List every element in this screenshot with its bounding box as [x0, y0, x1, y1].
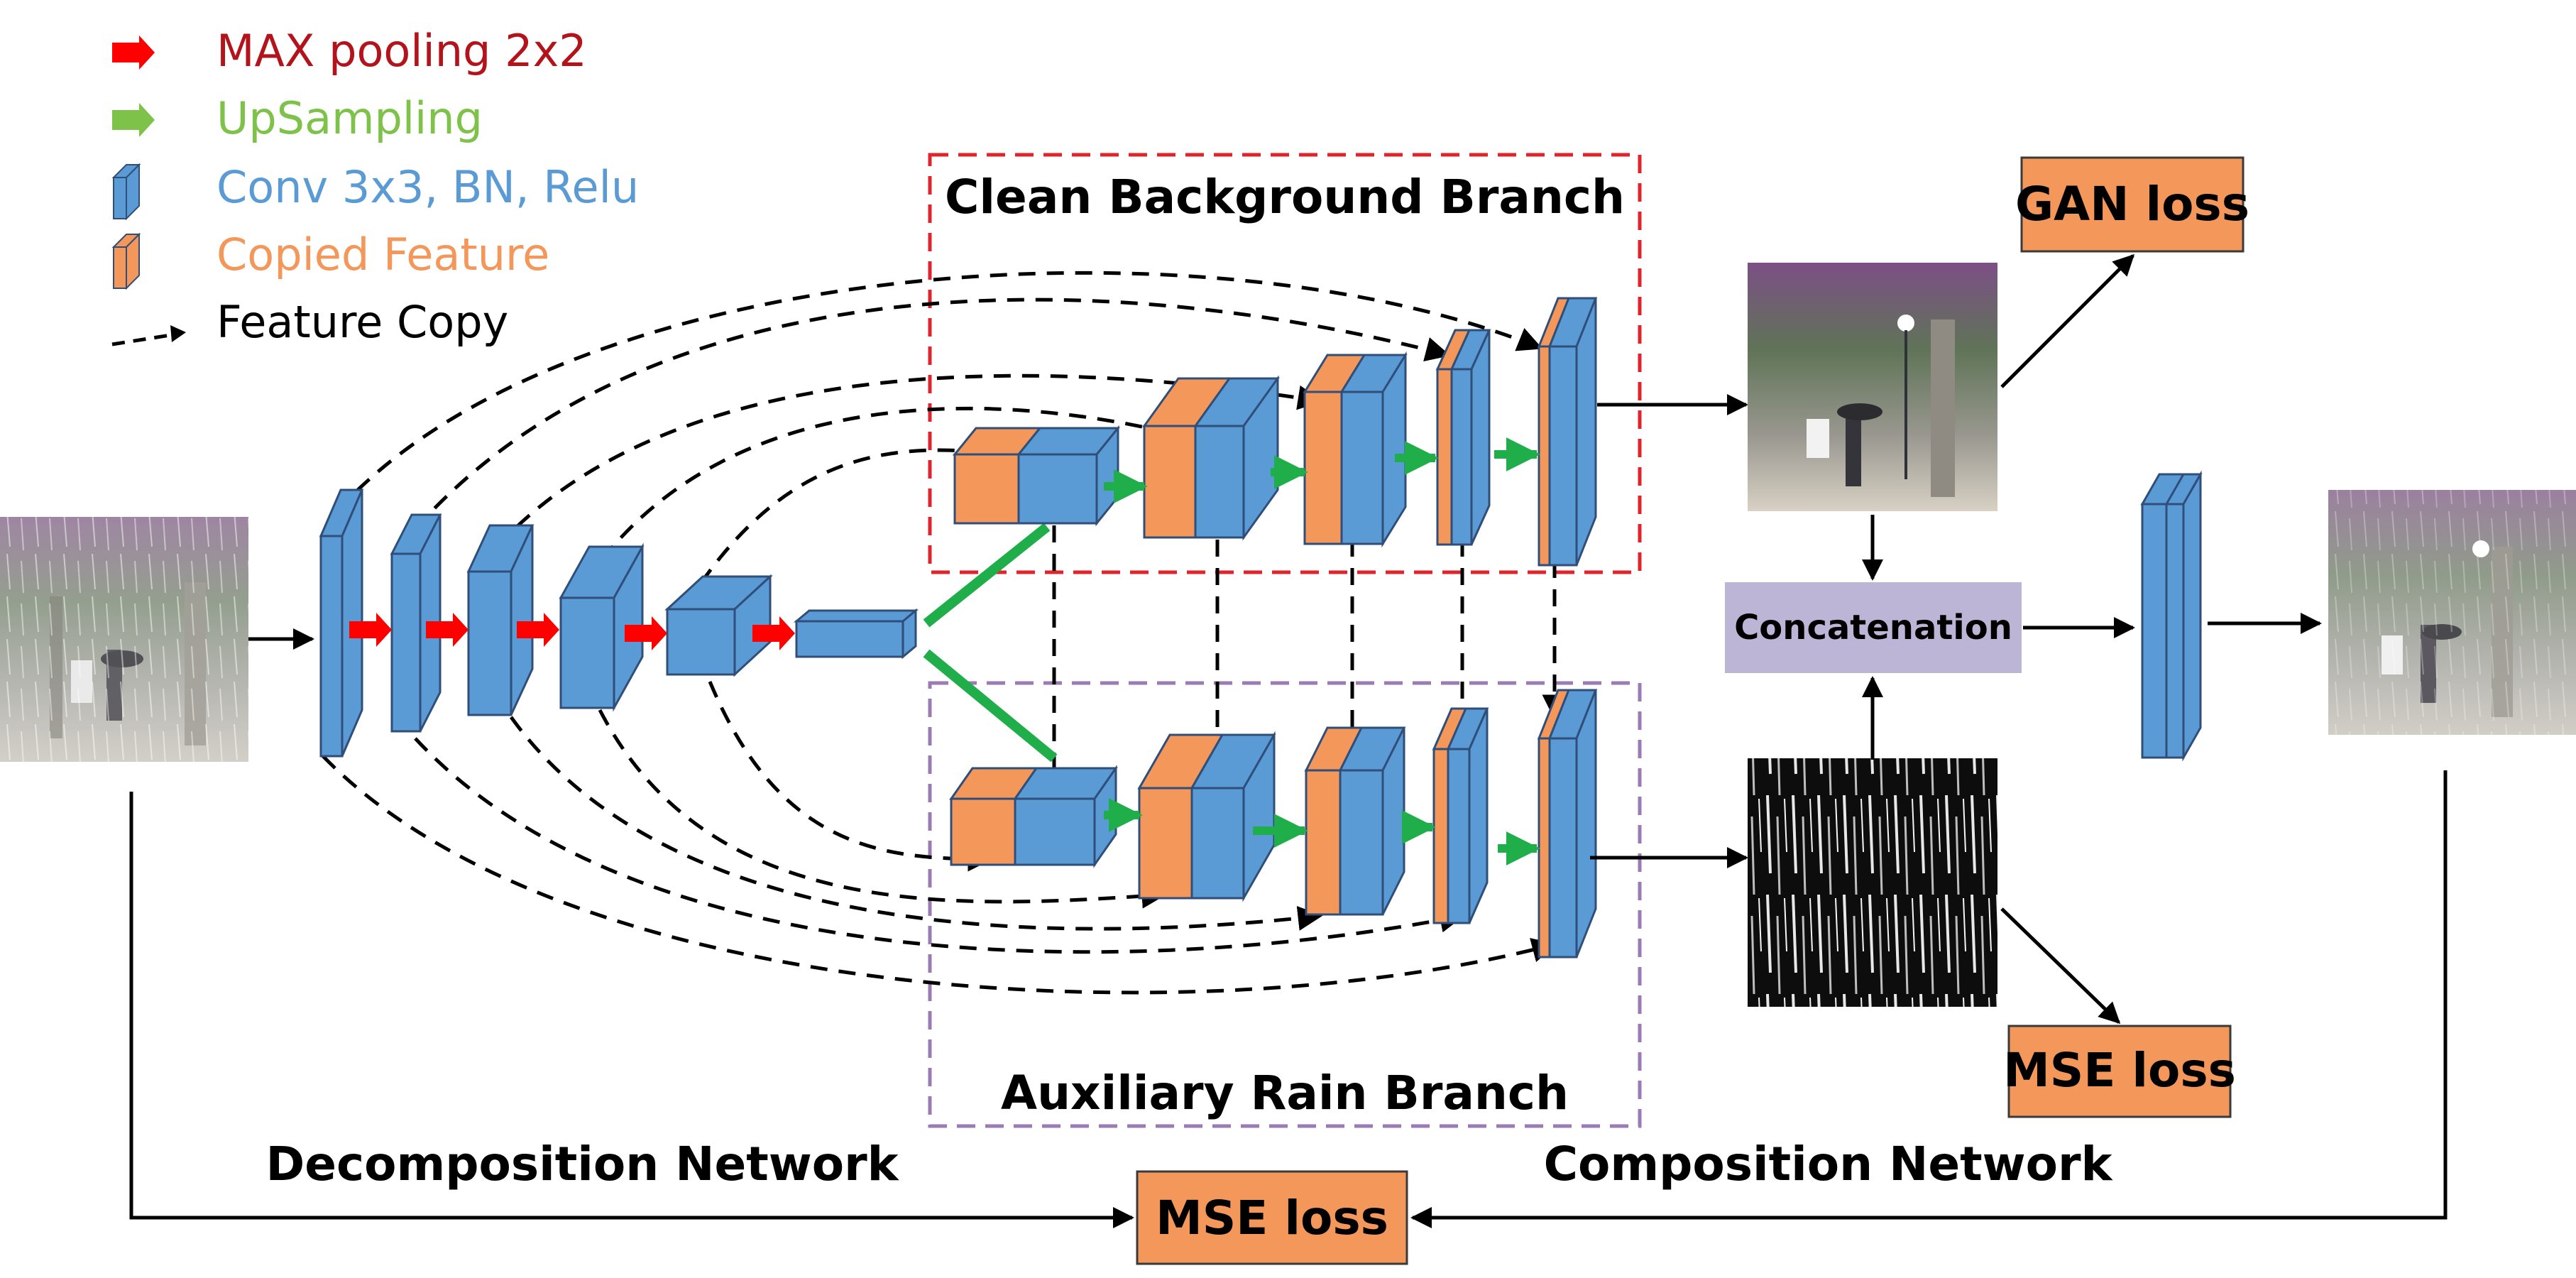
feature-copy-arc-bottom-4: [598, 709, 1167, 909]
feature-copy-arc-top-1: [336, 271, 1543, 513]
feature-copy-arc-top-3: [495, 373, 1323, 548]
clean-block-3: [1303, 351, 1408, 548]
auxiliary-rain-branch-box: [928, 681, 1642, 1128]
rain-block-5: [1537, 689, 1598, 958]
copied-feature-legend-icon: [111, 232, 141, 290]
upsample-to-rain-line: [923, 649, 1058, 763]
composition-conv-block: [2140, 470, 2203, 762]
rain-block-3: [1304, 726, 1406, 916]
clean-upsample-arrows: [1104, 437, 1540, 503]
input-rainy-image: [0, 517, 248, 762]
gan-loss-label: GAN loss: [2015, 177, 2249, 231]
output-to-mse-line: [1410, 770, 2448, 1228]
clean-block-2: [1142, 375, 1280, 541]
legend: MAX pooling 2x2 UpSampling Conv 3x3, BN,…: [111, 25, 639, 348]
bottom-mse-loss-box: [1136, 1170, 1408, 1265]
encoder-block-4: [559, 542, 645, 712]
rain-mse-loss-label: MSE loss: [2003, 1043, 2236, 1098]
decomposition-network-label: Decomposition Network: [265, 1137, 899, 1191]
clean-decoder-blocks: [952, 297, 1598, 567]
rain-streak-output-image: [1748, 758, 1997, 1007]
bottleneck-block: [793, 608, 919, 660]
upsample-to-clean-line: [923, 523, 1051, 628]
encoder-block-3: [466, 524, 535, 716]
clean-background-output-image: [1748, 263, 1997, 511]
legend-upsampling-label: UpSampling: [217, 92, 483, 144]
encoder-blocks: [319, 488, 919, 758]
upsampling-legend-icon: [112, 103, 155, 137]
clean-block-4: [1435, 329, 1491, 546]
pool-arrow-4: [625, 616, 667, 650]
reconstructed-output-image: [2328, 490, 2576, 735]
pool-arrow-1: [349, 613, 392, 647]
legend-feature-copy-label: Feature Copy: [217, 296, 508, 348]
rain-mse-loss-arrow: [2000, 907, 2121, 1025]
gan-loss-arrow: [2000, 253, 2135, 388]
feature-copy-connections: [322, 271, 1567, 995]
concatenation-label: Concatenation: [1734, 608, 2012, 648]
clean-background-branch-box: [928, 153, 1642, 574]
clean-background-branch-label: Clean Background Branch: [945, 170, 1625, 224]
rain-block-2: [1137, 731, 1276, 902]
clean-block-1: [952, 425, 1121, 527]
auxiliary-rain-branch-label: Auxiliary Rain Branch: [1001, 1066, 1569, 1120]
feature-copy-arc-bottom-5: [708, 681, 993, 872]
feature-copy-arc-top-4: [583, 406, 1174, 584]
legend-conv-label: Conv 3x3, BN, Relu: [217, 161, 639, 213]
feature-copy-arc-top-5: [683, 439, 1004, 608]
rain-decoder-blocks: [949, 689, 1598, 958]
concatenation-box: [1725, 582, 2022, 673]
rain-block-4: [1432, 707, 1489, 924]
feature-copy-arc-top-2: [414, 297, 1451, 530]
legend-copied-label: Copied Feature: [217, 229, 549, 280]
conv-block-legend-icon: [111, 163, 141, 221]
pool-arrow-5: [752, 616, 795, 650]
feature-copy-arc-bottom-3: [509, 716, 1323, 931]
max-pooling-legend-icon: [112, 36, 155, 70]
composition-network-label: Composition Network: [1544, 1137, 2114, 1191]
clean-block-5: [1537, 297, 1598, 567]
gan-loss-box: [2020, 156, 2245, 253]
rain-upsample-arrows: [1104, 798, 1540, 865]
bottom-mse-loss-label: MSE loss: [1156, 1191, 1388, 1245]
encoder-block-5: [664, 574, 773, 677]
rain-mse-loss-box: [2007, 1025, 2232, 1118]
input-to-mse-line: [129, 792, 1134, 1228]
pool-arrow-2: [426, 613, 468, 647]
pool-arrow-3: [517, 613, 559, 647]
feature-copy-arc-bottom-1: [322, 755, 1557, 995]
max-pooling-arrows: [349, 613, 795, 650]
rain-block-1: [949, 765, 1118, 868]
feature-copy-arc-bottom-2: [414, 737, 1465, 954]
feature-copy-legend-icon: [111, 325, 186, 346]
legend-max-pooling-label: MAX pooling 2x2: [217, 25, 587, 77]
